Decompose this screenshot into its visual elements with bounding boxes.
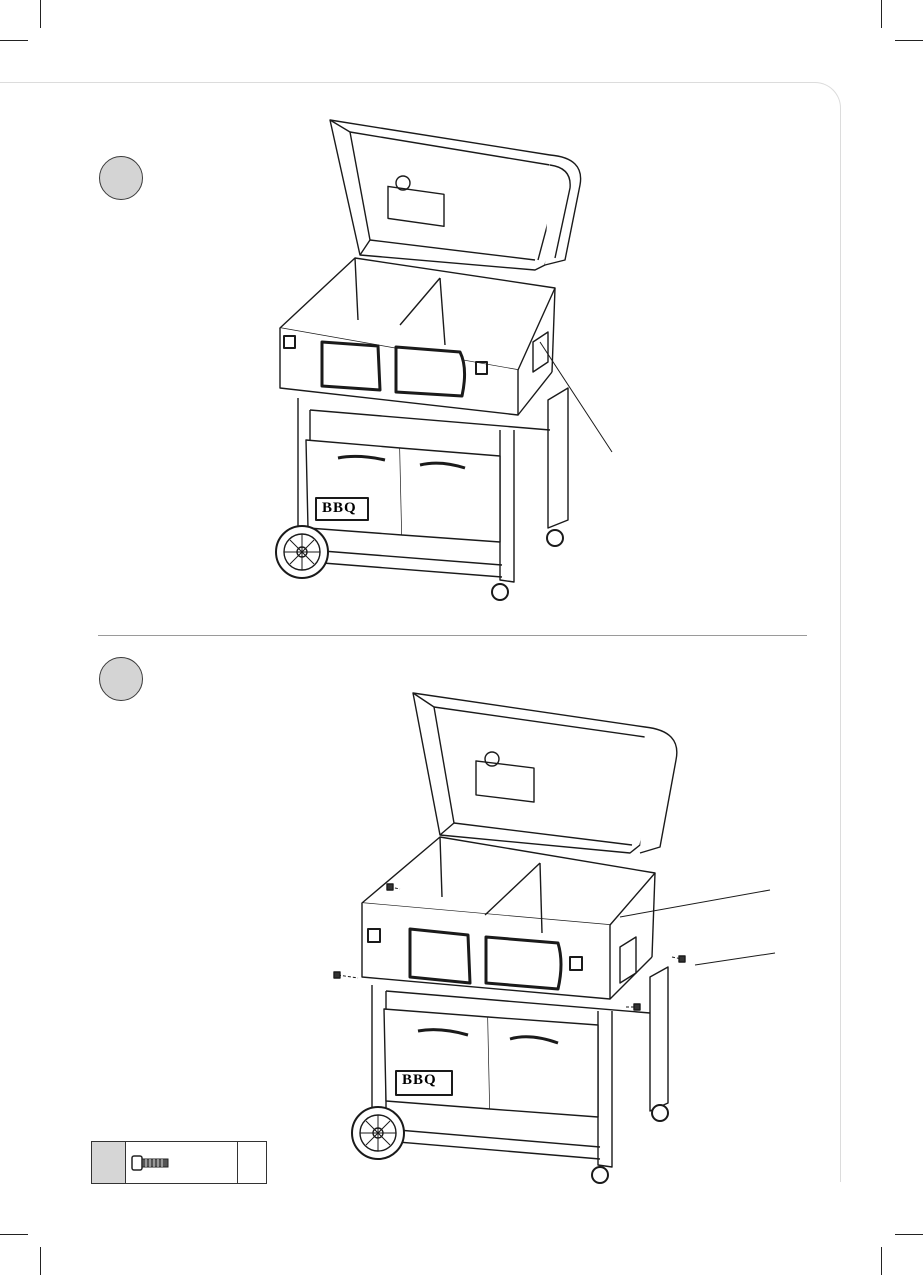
step-2-circle <box>99 657 143 701</box>
step-1-circle <box>99 156 143 200</box>
crop-mark <box>895 1234 923 1235</box>
crop-mark <box>881 1247 882 1275</box>
crop-mark <box>895 40 923 41</box>
grill-illustration-step-1 <box>250 110 630 610</box>
crop-mark <box>0 40 28 41</box>
brand-logo-step-1: BBQ <box>322 500 357 517</box>
bolt-icon <box>130 1152 170 1174</box>
crop-mark <box>40 1247 41 1275</box>
crop-mark <box>40 0 41 28</box>
parts-id-cell <box>92 1142 126 1183</box>
crop-mark <box>881 0 882 28</box>
crop-mark <box>0 1234 28 1235</box>
parts-list-box <box>91 1141 267 1184</box>
step-divider <box>98 635 807 636</box>
parts-image-cell <box>126 1142 238 1183</box>
parts-qty-cell <box>238 1142 266 1183</box>
brand-logo-step-2: BBQ <box>402 1072 437 1089</box>
grill-illustration-step-2 <box>330 685 790 1185</box>
